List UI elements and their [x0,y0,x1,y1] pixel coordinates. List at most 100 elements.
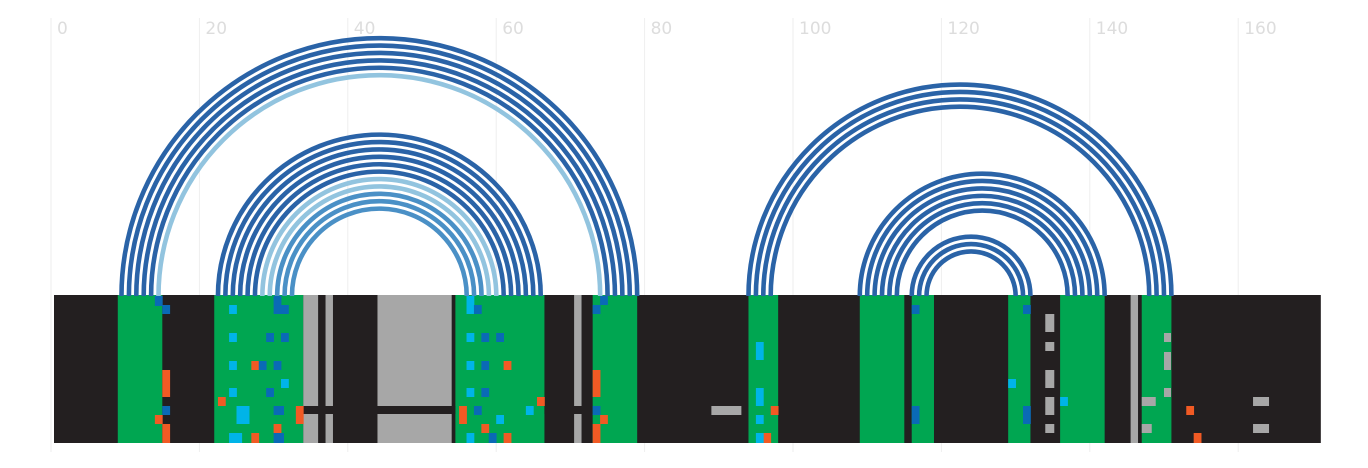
feature-mark [592,406,601,415]
arc-layer [119,35,1174,297]
tick-label: 20 [205,19,227,39]
feature-mark [1023,406,1031,424]
feature-mark [266,388,274,397]
feature-mark [466,333,475,342]
pairing-arc [282,199,477,297]
grey-mark [1141,397,1156,406]
feature-mark [473,305,482,314]
pairing-arc [156,72,603,297]
unpaired-region [377,295,452,443]
pairing-arc [141,58,618,297]
grey-mark [711,406,742,415]
unpaired-region [1130,295,1139,443]
feature-mark [266,333,274,342]
paired-region [859,295,905,443]
pairing-arc [267,184,492,297]
pairing-arc [879,193,1085,297]
tick-label: 80 [651,19,673,39]
feature-mark [488,433,497,443]
pairing-arc [753,89,1167,297]
feature-mark [162,424,171,443]
pairing-arc [133,50,625,297]
pairing-arc [126,43,633,297]
feature-mark [281,305,289,314]
feature-mark [258,361,267,370]
track-band [544,406,593,414]
feature-mark [229,361,237,370]
feature-mark [755,415,764,424]
feature-mark [763,433,772,443]
pairing-arc [230,147,529,297]
grey-mark [1045,397,1055,415]
grey-mark [1045,424,1055,433]
feature-mark [600,415,608,424]
feature-mark [1008,379,1016,388]
feature-mark [154,415,163,424]
tick-label: 0 [57,19,68,39]
feature-mark [273,433,284,443]
feature-mark [273,296,282,314]
tick-label: 120 [947,19,979,39]
pairing-arc [894,208,1070,297]
tick-label: 100 [799,19,831,39]
grey-mark [1253,397,1270,406]
pairing-arc [746,82,1174,297]
feature-mark [481,333,490,342]
feature-mark [592,424,601,443]
feature-mark [162,406,171,415]
pairing-arc [760,97,1159,297]
feature-mark [273,361,282,370]
feature-mark [217,397,226,406]
grey-mark [1045,342,1055,351]
feature-mark [503,361,512,370]
feature-mark [537,397,545,406]
feature-mark [1060,397,1068,406]
pairing-arc [274,191,484,297]
feature-mark [162,370,171,397]
feature-mark [481,388,490,397]
pairing-arc [119,35,640,297]
tick-label: 160 [1244,19,1276,39]
pairing-arc [237,154,521,297]
pairing-arc [864,178,1100,297]
feature-mark [273,424,282,433]
feature-mark [473,406,482,415]
feature-mark [281,333,289,342]
grey-mark [1164,352,1171,370]
feature-mark [459,406,467,424]
pairing-arc [223,139,536,297]
feature-mark [600,296,608,305]
feature-mark [525,406,534,415]
pairing-arc [887,200,1078,297]
pairing-arc [909,234,1033,297]
feature-mark [592,370,601,397]
pairing-arc [252,169,507,297]
feature-mark [229,305,237,314]
grey-mark [1164,333,1171,342]
grey-mark [1253,424,1270,433]
feature-mark [1023,305,1031,314]
feature-mark [466,361,475,370]
tick-label: 40 [354,19,376,39]
feature-mark [1186,406,1195,415]
feature-mark [273,406,284,415]
feature-mark [755,388,764,406]
feature-mark [295,406,304,424]
paired-region [1060,295,1105,443]
pairing-arc [148,65,610,297]
feature-mark [496,415,504,424]
grey-mark [1045,314,1055,332]
tick-label: 140 [1096,19,1128,39]
feature-mark [466,388,475,397]
pairing-arc [924,249,1018,297]
feature-mark [251,433,260,443]
feature-mark [251,361,260,370]
pairing-arc [857,171,1107,297]
pairing-arc [872,186,1093,297]
feature-mark [503,433,512,443]
feature-mark [236,406,250,424]
feature-mark [229,388,237,397]
feature-mark [229,333,237,342]
